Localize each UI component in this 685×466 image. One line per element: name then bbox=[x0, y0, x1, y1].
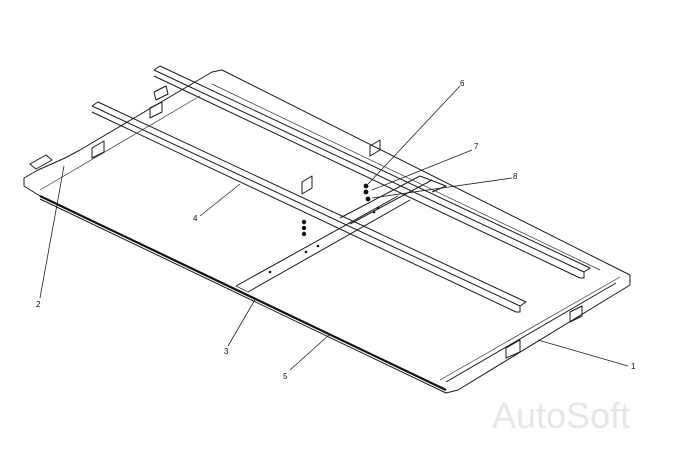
callout-3: 3 bbox=[224, 347, 229, 356]
callout-5: 5 bbox=[283, 372, 288, 381]
bracket-clips bbox=[29, 85, 583, 359]
panel-back-lip bbox=[211, 83, 601, 271]
callout-7: 7 bbox=[474, 142, 479, 151]
callout-4: 4 bbox=[193, 214, 198, 223]
rail-front bbox=[91, 101, 527, 313]
callout-labels: 1 2 3 4 5 6 7 8 bbox=[36, 79, 636, 381]
rail-back bbox=[153, 65, 591, 279]
floor-panel bbox=[23, 69, 631, 394]
leader-lines bbox=[39, 85, 629, 371]
callout-1: 1 bbox=[631, 362, 636, 371]
watermark: AutoSoft bbox=[492, 395, 630, 436]
callout-6: 6 bbox=[460, 79, 465, 88]
callout-2: 2 bbox=[36, 300, 41, 309]
fasteners bbox=[268, 183, 380, 274]
callout-8: 8 bbox=[513, 172, 518, 181]
cross-member-left bbox=[235, 195, 411, 293]
